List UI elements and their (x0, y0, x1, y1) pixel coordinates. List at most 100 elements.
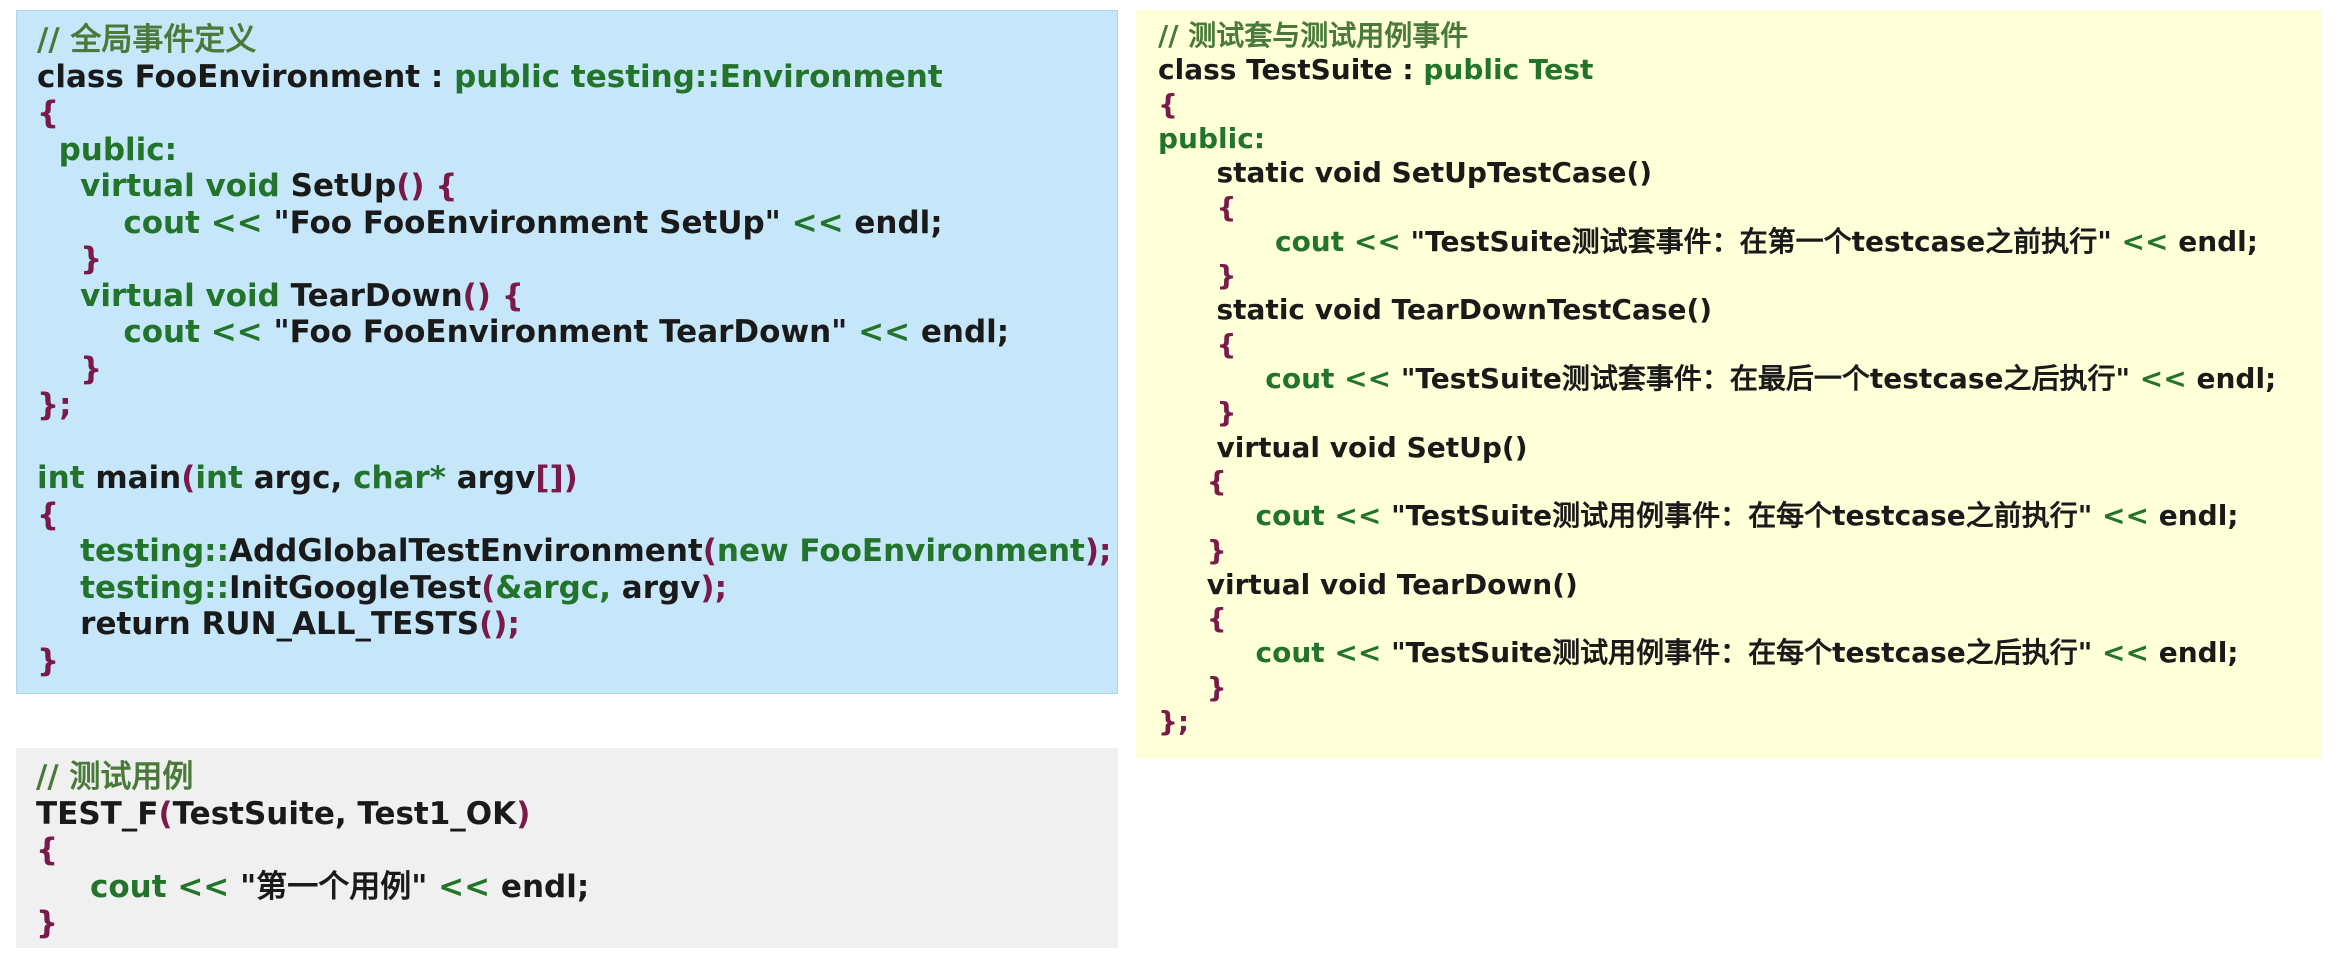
code-token: () { (396, 168, 458, 204)
code-token: } (1158, 533, 1227, 567)
code-line: public: (1158, 121, 1266, 155)
code-token: virtual void (37, 168, 291, 204)
code-token: endl; (920, 314, 1010, 350)
code-token: virtual void TearDown() (1158, 567, 1578, 601)
code-line: // 测试用例 (36, 762, 193, 793)
code-token: { (1158, 327, 1237, 361)
code-token: AddGlobalTestEnvironment (228, 533, 703, 569)
code-token: virtual void SetUp() (1158, 430, 1528, 464)
code-token: { (37, 95, 60, 131)
code-line: } (1158, 533, 1227, 567)
code-token: (); (479, 606, 520, 642)
code-token: } (1158, 396, 1237, 430)
code-token: new FooEnvironment (716, 533, 1085, 569)
code-token: { (1158, 464, 1227, 498)
code-token: // 全局事件定义 (37, 22, 257, 58)
code-token: // 测试套与测试用例事件 (1158, 19, 1469, 52)
code-token: ( (702, 533, 717, 569)
code-line: } (36, 908, 58, 939)
code-token: cout << (1158, 636, 1392, 670)
code-line: { (37, 98, 59, 129)
code-token: endl; (500, 868, 590, 905)
code-token: cout << (1158, 499, 1392, 533)
code-token: "第一个用例" (240, 868, 428, 905)
code-token: cout << (37, 204, 274, 241)
code-token: public: (1158, 121, 1266, 155)
code-line: cout << "TestSuite测试套事件：在第一个testcase之前执行… (1158, 224, 2258, 258)
code-token: endl; (2196, 362, 2277, 395)
code-token: "TestSuite测试用例事件：在每个testcase之后执行" (1391, 636, 2093, 670)
code-line: { (36, 835, 58, 866)
code-token: << (780, 204, 855, 241)
code-token: "TestSuite测试用例事件：在每个testcase之前执行" (1391, 499, 2093, 533)
code-token: }; (37, 387, 72, 423)
code-line: cout << "TestSuite测试用例事件：在每个testcase之前执行… (1158, 499, 2238, 533)
code-line: } (37, 642, 60, 679)
code-line: cout << "第一个用例" << endl; (36, 868, 590, 905)
code-token: ); (700, 569, 727, 606)
code-line: } (1158, 399, 1236, 427)
code-token: "TestSuite测试套事件：在第一个testcase之前执行" (1410, 224, 2112, 258)
code-line: TEST_F(TestSuite, Test1_OK) (36, 795, 530, 832)
code-token: public: (37, 131, 178, 168)
code-token: } (1158, 259, 1237, 293)
code-line: class FooEnvironment : public testing::E… (37, 61, 943, 93)
code-token: // 测试用例 (36, 759, 194, 795)
code-token: << (2092, 499, 2159, 533)
code-token: << (2130, 362, 2197, 395)
code-line: }; (1158, 708, 1189, 736)
code-line: cout << "TestSuite测试用例事件：在每个testcase之后执行… (1158, 636, 2238, 670)
code-token: static void SetUpTestCase() (1158, 156, 1653, 190)
code-token: argv (621, 569, 701, 606)
code-token: } (37, 350, 103, 387)
code-token: { (1158, 190, 1237, 224)
code-token: } (37, 241, 103, 277)
code-line: static void TearDownTestCase() (1158, 296, 1712, 324)
code-token: int (37, 460, 96, 496)
code-token: SetUp (290, 168, 397, 204)
code-token: cout << (36, 868, 241, 905)
code-line: virtual void SetUp() (1158, 430, 1528, 464)
code-token: }; (1158, 705, 1190, 738)
code-token: TestSuite, Test1_OK (172, 795, 517, 832)
code-token: { (36, 832, 59, 868)
code-line: { (1158, 464, 1227, 498)
code-token: cout << (37, 314, 274, 350)
code-line: { (1158, 605, 1227, 633)
code-line: virtual void SetUp() { (37, 171, 457, 202)
code-token: public Test (1423, 53, 1594, 87)
code-line: cout << "Foo FooEnvironment TearDown" <<… (37, 317, 1009, 348)
code-token: ( (181, 460, 196, 496)
code-line: } (1158, 673, 1227, 702)
code-token: "Foo FooEnvironment TearDown" (273, 314, 848, 350)
code-line: { (1158, 87, 1178, 121)
code-line: } (1158, 262, 1236, 290)
code-token: virtual void (37, 277, 291, 314)
code-token: "Foo FooEnvironment SetUp" (273, 204, 781, 241)
code-line: { (37, 496, 60, 533)
code-token: { (37, 496, 60, 533)
code-token: { (1158, 87, 1178, 121)
code-token: ); (1084, 533, 1112, 569)
code-line: cout << "TestSuite测试套事件：在最后一个testcase之后执… (1158, 365, 2276, 393)
code-line: { (1158, 190, 1237, 224)
test-suite-code-panel: // 测试套与测试用例事件 class TestSuite : public Te… (1136, 10, 2322, 758)
code-token: &argc, (495, 569, 622, 606)
code-token: } (37, 642, 60, 679)
code-token: argv (456, 460, 536, 496)
code-token: TearDown (290, 277, 463, 314)
code-token: InitGoogleTest (228, 569, 482, 606)
code-line: int main(int argc, char* argv[]) (37, 463, 578, 494)
code-token: main (95, 460, 182, 496)
code-line: virtual void TearDown() { (37, 277, 524, 314)
code-token: "TestSuite测试套事件：在最后一个testcase之后执行" (1400, 362, 2131, 395)
code-token: << (2092, 636, 2159, 670)
code-token: { (1158, 602, 1227, 636)
code-line: virtual void TearDown() (1158, 567, 1578, 601)
code-line: static void SetUpTestCase() (1158, 159, 1652, 187)
code-line: class TestSuite : public Test (1158, 56, 1593, 84)
code-token: []) (535, 460, 578, 496)
code-token: << (2111, 224, 2179, 258)
code-line: // 全局事件定义 (37, 25, 256, 56)
code-token: return (37, 606, 202, 642)
